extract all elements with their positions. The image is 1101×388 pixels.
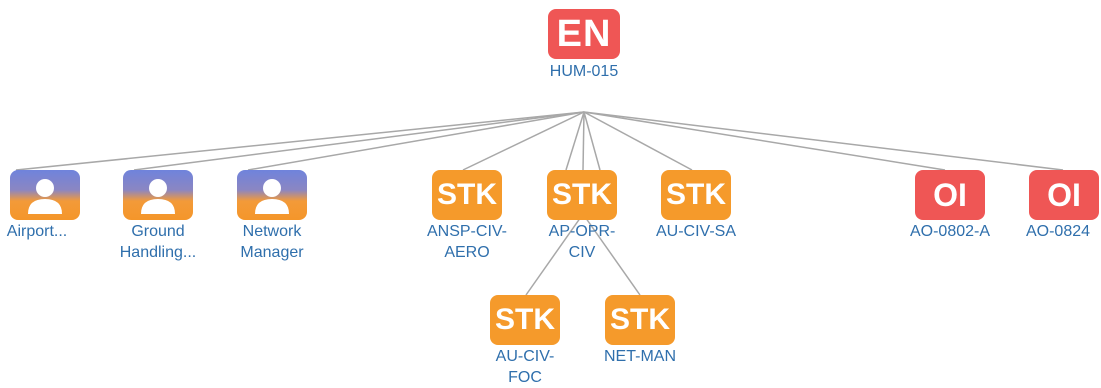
edge-root-ao-0824 — [583, 111, 1064, 171]
grandchild-label-au-civ-foc[interactable]: AU-CIV- FOC — [495, 348, 555, 386]
grandchild-label-net-man[interactable]: NET-MAN — [604, 348, 676, 365]
edge-root-ap-opr-civ-c — [583, 111, 601, 171]
child-node-ap-opr-civ[interactable]: STK — [547, 170, 617, 220]
child-label-ansp-civ-aero[interactable]: ANSP-CIV- AERO — [426, 223, 507, 261]
grandchild-node-au-civ-foc[interactable]: STK — [490, 295, 560, 345]
child-node-airport[interactable] — [10, 170, 80, 220]
edge-root-network-manager — [247, 111, 585, 171]
stk-badge: STK — [552, 178, 612, 211]
child-node-ao-0802-a[interactable]: OI — [915, 170, 985, 220]
stk-badge: STK — [666, 178, 726, 211]
oi-badge: OI — [1047, 176, 1081, 213]
stk-badge: STK — [437, 178, 497, 211]
child-node-ground-handling[interactable] — [123, 170, 193, 220]
edge-root-ap-opr-civ-a — [565, 111, 585, 171]
child-node-au-civ-sa[interactable]: STK — [661, 170, 731, 220]
child-label-au-civ-sa[interactable]: AU-CIV-SA — [655, 223, 736, 240]
stk-badge: STK — [610, 303, 670, 336]
child-label-ao-0802-a[interactable]: AO-0802-A — [909, 223, 991, 240]
edge-root-ao-0802-a — [583, 111, 946, 171]
edge-root-ap-opr-civ-b — [582, 111, 585, 171]
child-node-network-manager[interactable] — [237, 170, 307, 220]
root-label[interactable]: HUM-015 — [549, 63, 619, 80]
root-node-en[interactable]: EN — [548, 9, 620, 59]
edge-ap-opr-civ-au-civ-foc — [525, 213, 584, 296]
grandchild-node-net-man[interactable]: STK — [605, 295, 675, 345]
child-node-ansp-civ-aero[interactable]: STK — [432, 170, 502, 220]
child-label-ao-0824[interactable]: AO-0824 — [1025, 223, 1091, 240]
person-icon — [28, 179, 62, 214]
edge-root-ansp-civ-aero — [462, 111, 585, 171]
child-label-network-manager[interactable]: Network Manager — [240, 223, 304, 261]
child-node-ao-0824[interactable]: OI — [1029, 170, 1099, 220]
root-badge: EN — [556, 12, 612, 55]
child-label-ap-opr-civ[interactable]: AP-OPR- CIV — [548, 223, 616, 261]
child-label-airport[interactable]: Airport... — [6, 223, 68, 240]
stk-badge: STK — [495, 303, 555, 336]
edge-root-ground-handling — [133, 111, 585, 171]
edge-ap-opr-civ-net-man — [582, 213, 641, 296]
child-label-ground-handling[interactable]: Ground Handling... — [119, 223, 197, 261]
edge-root-airport — [15, 111, 585, 171]
oi-badge: OI — [933, 176, 967, 213]
edge-root-au-civ-sa — [583, 111, 693, 171]
person-icon — [141, 179, 175, 214]
person-icon — [255, 179, 289, 214]
